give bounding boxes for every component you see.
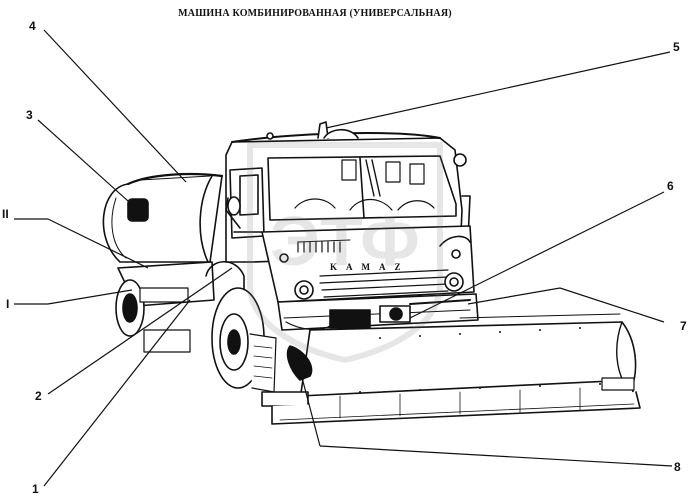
front-wheel <box>205 261 277 393</box>
truck-badge: KAMAZ <box>330 262 410 272</box>
rear-wheel <box>115 261 215 353</box>
callout-4: 4 <box>29 19 36 33</box>
watermark-logo: ЭТФ <box>247 142 443 364</box>
undercarriage <box>277 293 479 331</box>
callout-6: 6 <box>667 179 674 193</box>
tank <box>102 172 224 263</box>
callout-5: 5 <box>673 40 680 54</box>
callout-1: 1 <box>32 482 39 496</box>
callout-7: 7 <box>680 319 687 333</box>
callout-8: 8 <box>674 460 681 474</box>
callout-i: I <box>6 297 10 311</box>
watermark-text: ЭТФ <box>270 202 420 280</box>
figure-title: МАШИНА КОМБИНИРОВАННАЯ (УНИВЕРСАЛЬНАЯ) <box>178 8 452 19</box>
plow-blade <box>261 313 641 425</box>
callout-ii: II <box>2 207 9 221</box>
callout-2: 2 <box>35 389 42 403</box>
leader-lines <box>14 29 673 487</box>
front-grille <box>261 225 475 303</box>
callout-3: 3 <box>26 108 33 122</box>
